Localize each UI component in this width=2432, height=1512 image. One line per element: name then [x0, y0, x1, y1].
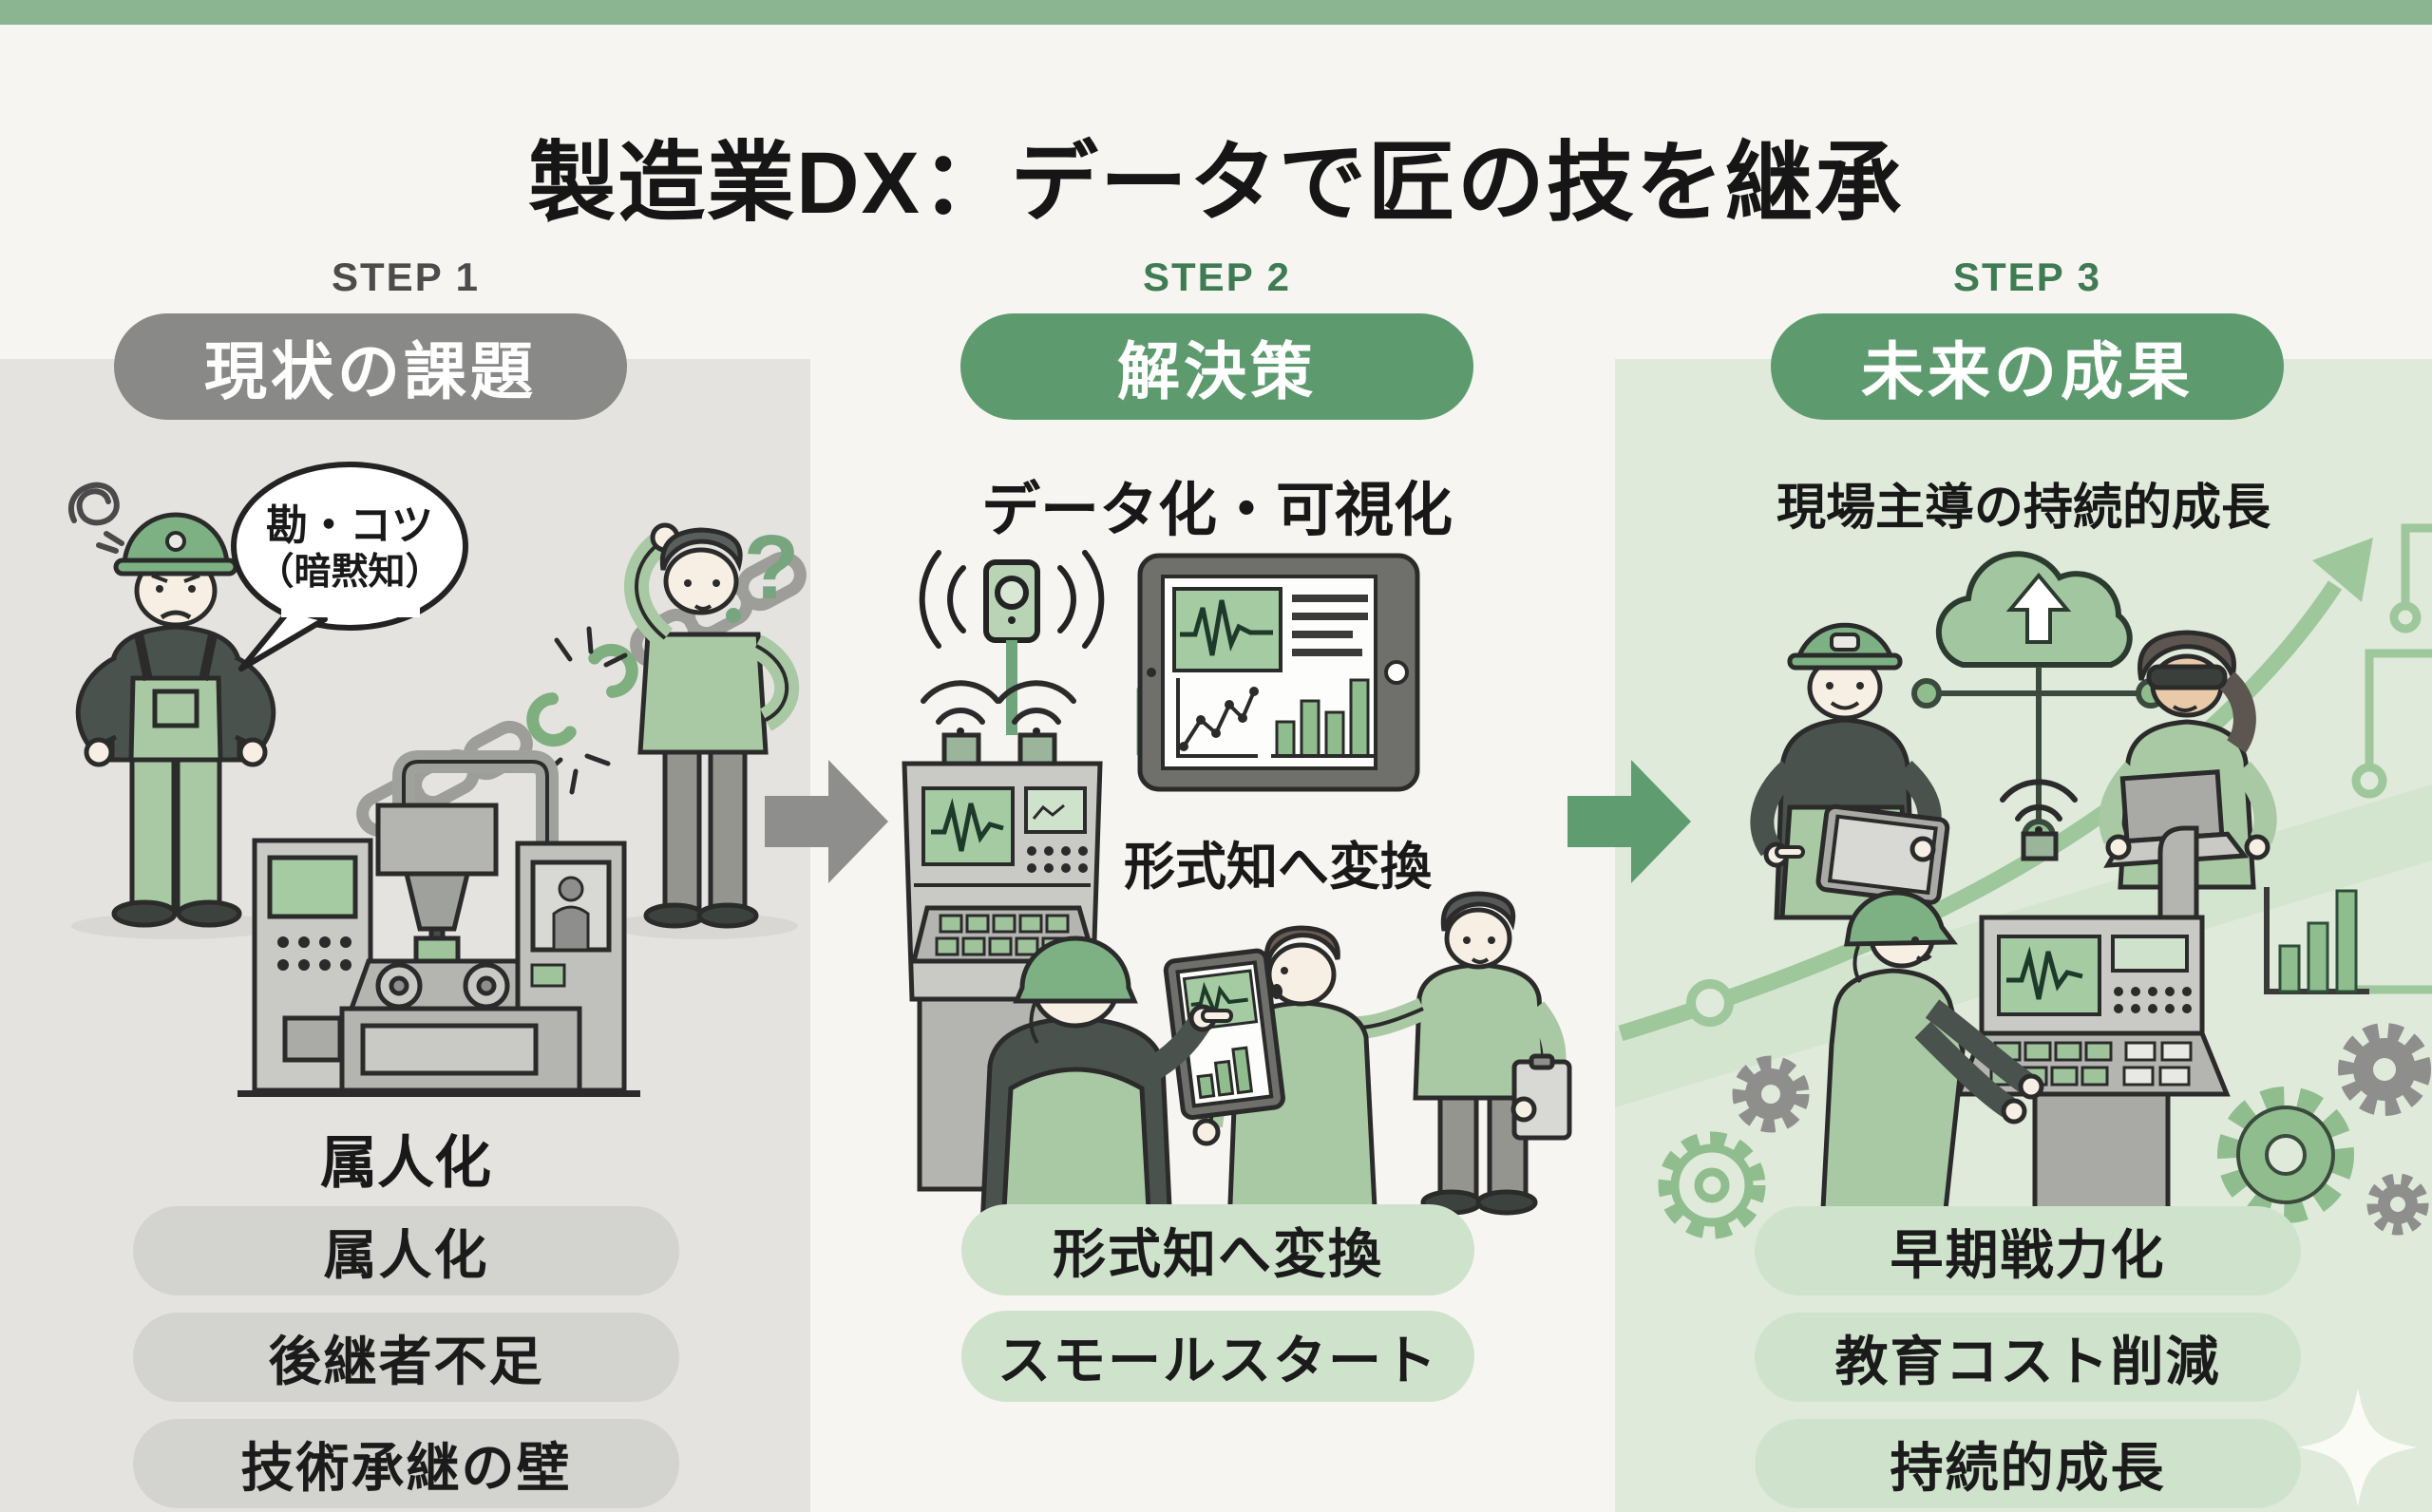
step3-badge: 未来の成果: [1771, 313, 2284, 420]
speech-bubble: [231, 462, 468, 671]
challenge-pill-3: 技術承継の壁: [133, 1419, 679, 1508]
question-mark-icon: ?: [744, 517, 800, 618]
bubble-line1: 勘・コツ: [266, 502, 433, 549]
broken-chain-icon: [356, 551, 807, 838]
solution-pill-1: 形式知へ変換: [961, 1204, 1474, 1295]
sparkle-icon: [2299, 1389, 2417, 1506]
challenge-pill-2: 後継者不足: [133, 1313, 679, 1402]
outcome-pill-2: 教育コスト削減: [1755, 1313, 2301, 1402]
smart-console-icon: [1955, 779, 2231, 1230]
step2-label: STEP 2: [1143, 255, 1291, 299]
page-title: 製造業DX：データで匠の技を継承: [528, 135, 1904, 232]
step3-subtitle: 現場主導の持続的成長: [1776, 481, 2270, 536]
step1-caption: 属人化: [320, 1131, 491, 1195]
top-accent-strip: [0, 0, 2432, 25]
bar-chart-icon: [2264, 887, 2369, 994]
outcome-pill-3: 持続的成長: [1755, 1419, 2301, 1508]
step3-label: STEP 3: [1953, 255, 2101, 299]
confused-worker-illustration: [608, 522, 800, 939]
growth-arrow-icon: [1618, 538, 2373, 1042]
gear-icon: [1658, 1023, 2431, 1239]
step2-badge: 解決策: [960, 313, 1473, 420]
data-tablet-icon: [1137, 553, 1420, 792]
green-flow-arrow-icon: [1568, 760, 1691, 883]
veteran-worker-illustration: [71, 512, 280, 939]
console-operator-illustration: [1819, 890, 2044, 1230]
speech-bubble-text: 勘・コツ （暗黙知）: [238, 501, 462, 595]
gray-flow-arrow-icon: [765, 760, 888, 883]
cnc-machine-icon: [238, 750, 640, 1097]
frustration-scribble-icon: [68, 482, 124, 554]
solution-pill-2: スモールスタート: [961, 1311, 1474, 1402]
cloud-upload-icon: [1935, 551, 2133, 668]
step1-label: STEP 1: [332, 255, 480, 299]
step2-subtitle: データ化・可視化: [980, 478, 1453, 543]
step1-badge: 現状の課題: [114, 313, 627, 420]
workers-discussion-illustration: [979, 891, 1572, 1230]
tablet-worker-illustration: [1750, 622, 1950, 920]
bubble-line2: （暗黙知）: [256, 551, 443, 593]
iot-sensor-icon: [919, 550, 1105, 735]
challenge-pill-1: 属人化: [133, 1206, 679, 1295]
step2-annotation: 形式知へ変換: [1124, 839, 1432, 896]
outcome-pill-1: 早期戦力化: [1755, 1206, 2301, 1295]
